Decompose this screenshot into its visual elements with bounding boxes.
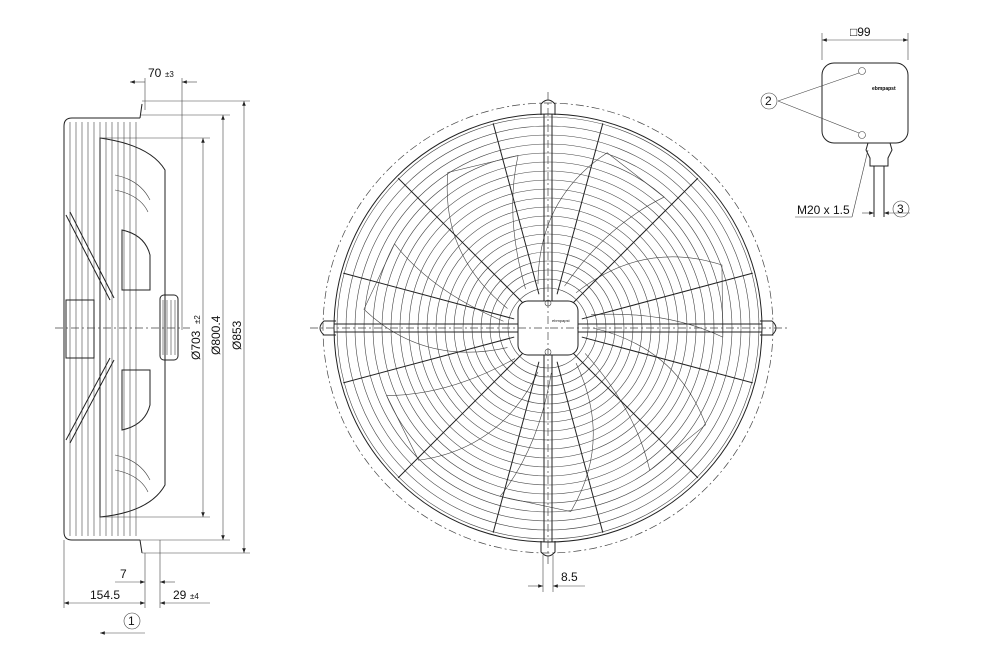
- dim-flange: 7: [120, 567, 127, 581]
- rotor-fin-lines: [162, 300, 176, 355]
- fan-blade: [584, 327, 707, 471]
- grille-spoke: [556, 361, 604, 533]
- grille-spoke: [397, 352, 524, 479]
- dim-square: □99: [850, 25, 871, 39]
- callout-circle-2: [760, 92, 778, 110]
- dim-protrusion-tol: ±4: [190, 592, 199, 601]
- guard-struts: [65, 211, 115, 444]
- dim-slot: 8.5: [561, 570, 578, 584]
- box-screw-top: [858, 67, 866, 75]
- callout-cable: 3: [897, 202, 904, 216]
- dim-diameter-outer: Ø853: [230, 320, 244, 350]
- dim-diameter-inner-tol: ±2: [193, 315, 202, 324]
- fan-blade: [499, 363, 594, 512]
- hub-logo: ebmpapst: [552, 318, 570, 323]
- dim-diameter-mid: Ø800.4: [209, 315, 223, 355]
- callout-screws: 2: [765, 94, 772, 108]
- side-grille: [69, 122, 137, 536]
- cable-gland: [865, 142, 893, 167]
- callout-airflow: 1: [128, 614, 135, 628]
- motor-pockets: [121, 229, 151, 431]
- guard-outline: [63, 117, 140, 541]
- callout-circle-1: [123, 612, 141, 630]
- front-view: ebmpapst 8.5: [310, 92, 790, 592]
- grille-spoke: [556, 123, 604, 295]
- grille-spoke: [492, 123, 540, 295]
- mount-tab-left: [319, 320, 336, 336]
- fan-blade: [537, 152, 665, 287]
- thread-label: M20 x 1.5: [797, 203, 850, 217]
- dim-axial-offset: 70: [148, 66, 162, 80]
- dimensions-side: [63, 78, 250, 608]
- dim-diameter-inner: Ø703: [189, 330, 203, 360]
- blade-profile: [99, 137, 166, 518]
- guard-rim: [72, 103, 143, 554]
- grille-spoke: [343, 336, 515, 384]
- box-logo: ebmpapst: [872, 86, 896, 92]
- grille-spoke: [572, 177, 699, 304]
- grille-spoke: [397, 177, 524, 304]
- rotor-fins: [159, 294, 179, 361]
- callout-circle-3: [892, 200, 910, 218]
- box-screw-bottom: [858, 131, 866, 139]
- fan-blade: [575, 256, 724, 338]
- side-view: 70 ±3 Ø703 ±2 Ø800.4 Ø853 7 154.5 29 ±4 …: [55, 66, 250, 635]
- grille-spoke: [581, 272, 753, 320]
- grille-spoke: [581, 336, 753, 384]
- dim-protrusion: 29: [173, 588, 187, 602]
- grille-spoke: [343, 272, 515, 320]
- terminal-box-detail: □99 ebmpapst 2 M20 x 1.5 3: [760, 25, 910, 218]
- dim-depth: 154.5: [90, 588, 120, 602]
- terminal-box: [821, 62, 909, 144]
- motor-hub: [65, 299, 95, 359]
- fan-blade: [386, 358, 539, 461]
- dim-axial-offset-tol: ±3: [165, 70, 174, 79]
- grille-spoke: [572, 352, 699, 479]
- blade-ribs: [114, 174, 151, 493]
- grille-spoke: [492, 361, 540, 533]
- fan-blade: [446, 155, 526, 309]
